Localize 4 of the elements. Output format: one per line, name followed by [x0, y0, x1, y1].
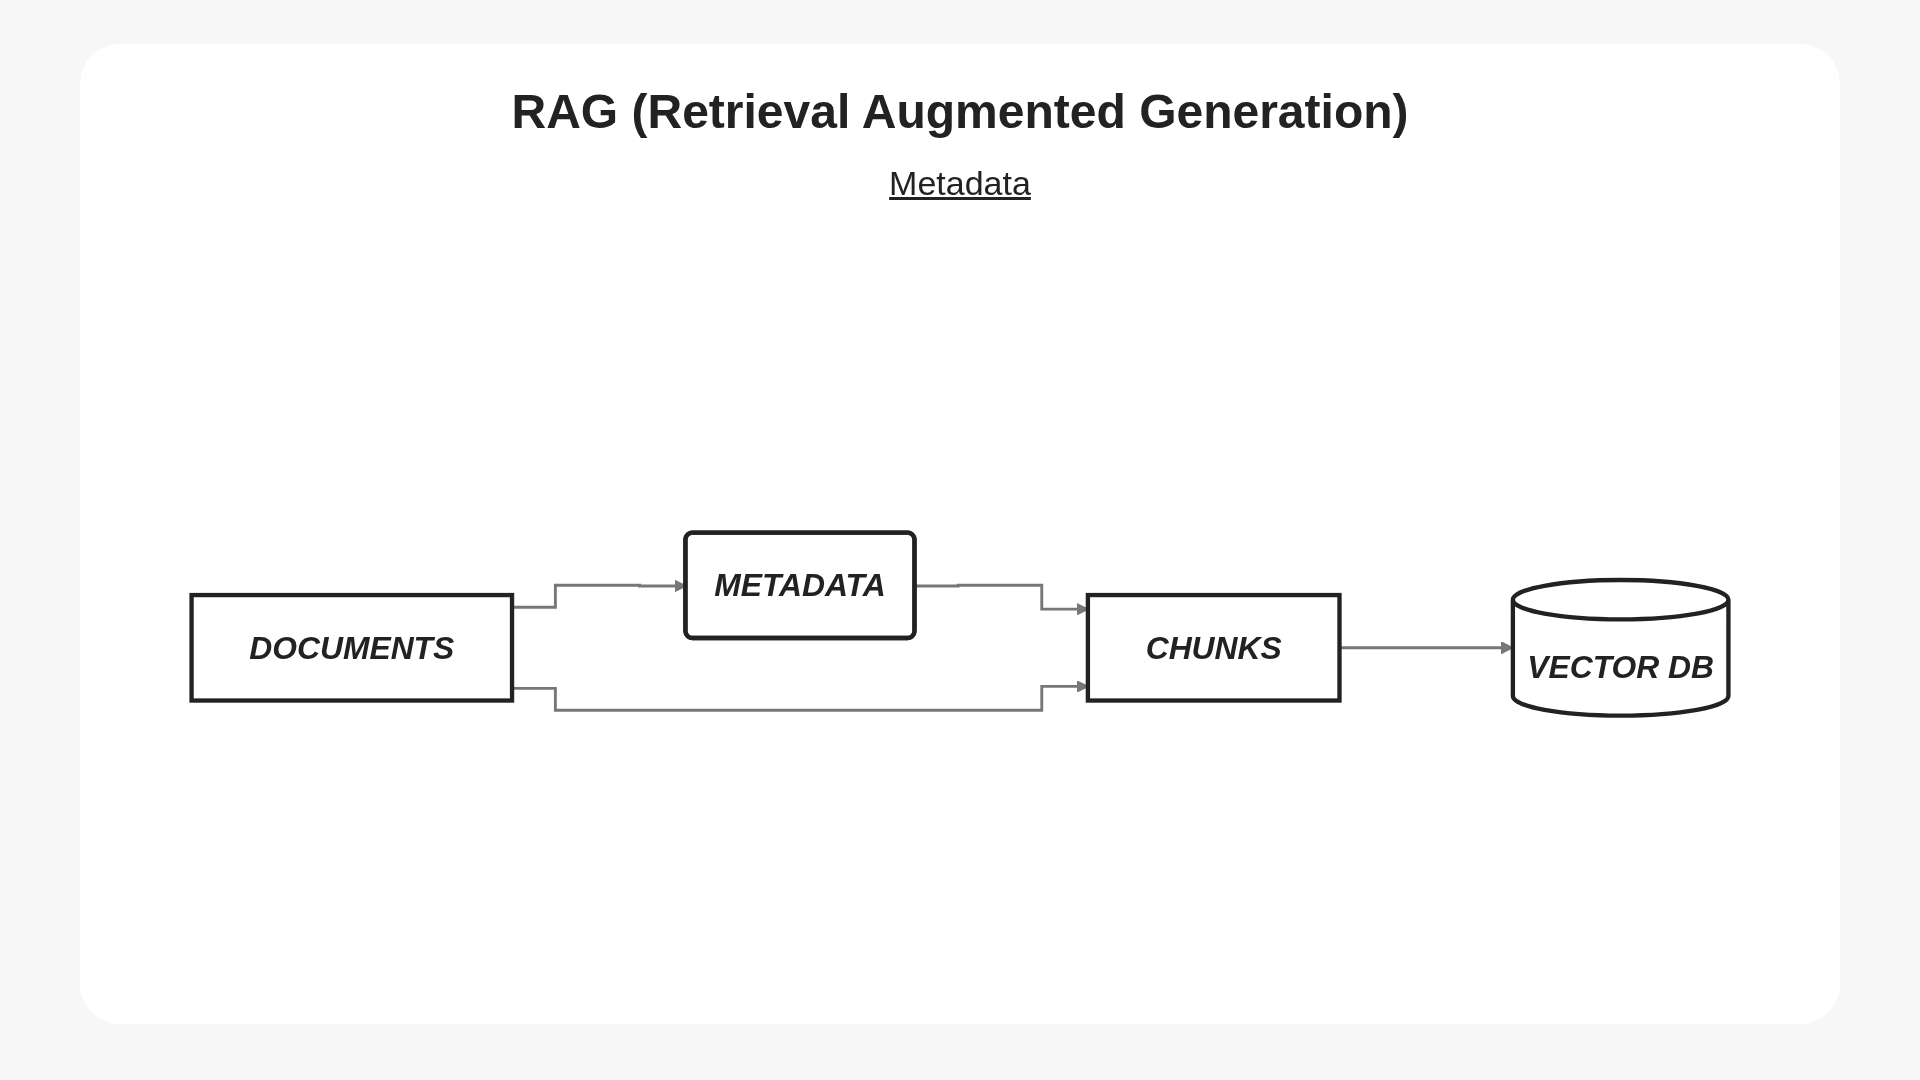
node-box: DOCUMENTS: [189, 592, 515, 703]
subtitle: Metadata: [889, 164, 1031, 202]
diagram-title: RAG (Retrieval Augmented Generation): [510, 84, 1410, 139]
node-box: CHUNKS: [1085, 592, 1342, 703]
